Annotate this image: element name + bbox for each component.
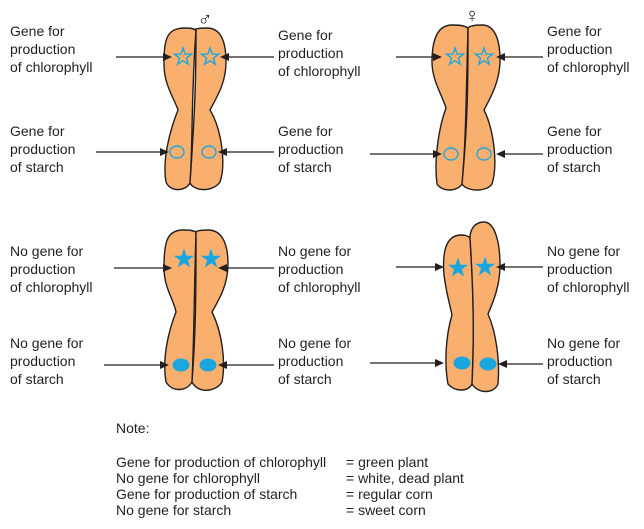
label-no-chlorophyll-gene-1: No gene for production of chlorophyll (10, 243, 93, 295)
svg-text:of starch: of starch (10, 371, 64, 387)
label-no-starch-gene-2: No gene for production of starch (278, 335, 351, 387)
label-chlorophyll-gene-3: Gene for production of chlorophyll (547, 23, 630, 75)
label-chlorophyll-gene-2: Gene for production of chlorophyll (278, 27, 361, 79)
svg-text:of chlorophyll: of chlorophyll (547, 59, 630, 75)
label-chlorophyll-gene-1: Gene for production of chlorophyll (10, 23, 93, 75)
svg-text:production: production (10, 41, 75, 57)
legend-term: Gene for production of starch (116, 486, 297, 502)
svg-text:No gene for: No gene for (278, 335, 351, 351)
svg-text:production: production (278, 353, 343, 369)
svg-text:No gene for: No gene for (547, 243, 620, 259)
svg-text:production: production (278, 141, 343, 157)
label-no-chlorophyll-gene-2: No gene for production of chlorophyll (278, 243, 361, 295)
svg-text:of starch: of starch (547, 371, 601, 387)
starch-gene-oval (480, 358, 496, 370)
svg-text:Gene for: Gene for (278, 27, 333, 43)
chromatid-left (432, 25, 468, 190)
note-title: Note: (116, 420, 149, 436)
legend-meaning: = sweet corn (346, 502, 426, 518)
svg-text:Gene for: Gene for (547, 123, 602, 139)
label-starch-gene-1: Gene for production of starch (10, 123, 75, 175)
svg-text:production: production (278, 261, 343, 277)
svg-text:production: production (547, 353, 612, 369)
svg-text:of chlorophyll: of chlorophyll (10, 59, 93, 75)
svg-text:of chlorophyll: of chlorophyll (547, 279, 630, 295)
svg-text:production: production (10, 261, 75, 277)
svg-text:Gene for: Gene for (10, 123, 65, 139)
chromosome-pair-left-mutant (164, 230, 228, 390)
svg-text:Gene for: Gene for (547, 23, 602, 39)
svg-text:of starch: of starch (547, 159, 601, 175)
legend-term: No gene for starch (116, 502, 231, 518)
label-starch-gene-2: Gene for production of starch (278, 123, 343, 175)
label-no-starch-gene-1: No gene for production of starch (10, 335, 83, 387)
starch-gene-oval (173, 359, 189, 371)
legend-term: Gene for production of chlorophyll (116, 454, 326, 470)
svg-text:production: production (547, 41, 612, 57)
svg-text:Gene for: Gene for (10, 23, 65, 39)
starch-gene-oval (200, 359, 216, 371)
svg-text:production: production (10, 353, 75, 369)
legend-note: Note: Gene for production of chlorophyll… (116, 420, 464, 518)
svg-text:of starch: of starch (10, 159, 64, 175)
legend-meaning: = green plant (346, 454, 428, 470)
svg-text:No gene for: No gene for (10, 243, 83, 259)
label-starch-gene-3: Gene for production of starch (547, 123, 612, 175)
svg-text:of starch: of starch (278, 159, 332, 175)
svg-text:Gene for: Gene for (278, 123, 333, 139)
chromosome-pair-right-mutant (444, 222, 500, 392)
svg-text:production: production (278, 45, 343, 61)
svg-text:of chlorophyll: of chlorophyll (278, 63, 361, 79)
female-symbol: ♀ (465, 5, 480, 27)
svg-text:No gene for: No gene for (547, 335, 620, 351)
svg-text:No gene for: No gene for (10, 335, 83, 351)
legend-meaning: = white, dead plant (346, 470, 464, 486)
svg-text:of chlorophyll: of chlorophyll (10, 279, 93, 295)
chromatid-right (462, 25, 500, 190)
label-no-starch-gene-3: No gene for production of starch (547, 335, 620, 387)
svg-text:production: production (547, 141, 612, 157)
svg-text:No gene for: No gene for (278, 243, 351, 259)
chromosome-pair-female-normal (432, 25, 500, 190)
svg-text:of chlorophyll: of chlorophyll (278, 279, 361, 295)
legend-meaning: = regular corn (346, 486, 433, 502)
starch-gene-oval (454, 357, 470, 369)
label-no-chlorophyll-gene-3: No gene for production of chlorophyll (547, 243, 630, 295)
svg-text:of starch: of starch (278, 371, 332, 387)
legend-term: No gene for chlorophyll (116, 470, 260, 486)
svg-text:production: production (547, 261, 612, 277)
svg-text:production: production (10, 141, 75, 157)
chromosome-pair-male-normal (164, 28, 226, 190)
